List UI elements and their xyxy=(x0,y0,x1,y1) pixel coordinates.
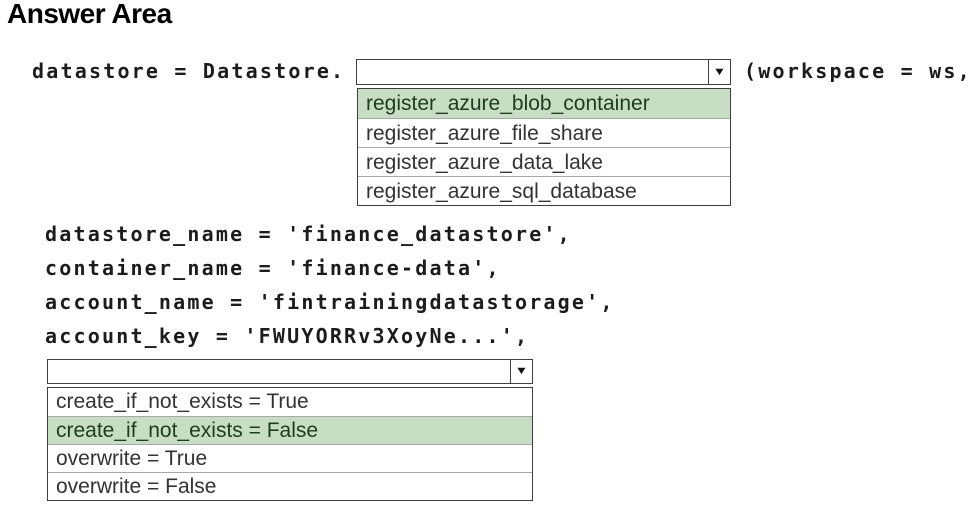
option-overwrite-true[interactable]: overwrite = True xyxy=(48,444,532,472)
code-line-datastore-prefix: datastore = Datastore. xyxy=(32,59,346,83)
chevron-down-icon: ▼ xyxy=(712,65,727,78)
argument-dropdown-arrow-button[interactable]: ▼ xyxy=(510,360,532,383)
option-create-if-not-exists-false[interactable]: create_if_not_exists = False xyxy=(48,416,532,444)
option-register-azure-blob-container[interactable]: register_azure_blob_container xyxy=(358,89,730,118)
code-line-container-name: container_name = 'finance-data', xyxy=(45,256,501,280)
argument-dropdown-select[interactable]: ▼ xyxy=(47,359,533,384)
page-title: Answer Area xyxy=(7,0,172,29)
chevron-down-icon: ▼ xyxy=(514,365,529,377)
option-register-azure-file-share[interactable]: register_azure_file_share xyxy=(358,118,730,147)
option-register-azure-sql-database[interactable]: register_azure_sql_database xyxy=(358,176,730,205)
code-line-account-name: account_name = 'fintrainingdatastorage', xyxy=(45,290,615,314)
code-line-datastore-name: datastore_name = 'finance_datastore', xyxy=(45,222,572,246)
option-overwrite-false[interactable]: overwrite = False xyxy=(48,472,532,500)
method-dropdown-select[interactable]: ▼ xyxy=(356,59,731,85)
method-dropdown-options-list: register_azure_blob_container register_a… xyxy=(357,88,731,206)
option-create-if-not-exists-true[interactable]: create_if_not_exists = True xyxy=(56,390,309,413)
code-line-workspace-suffix: (workspace = ws, xyxy=(744,59,972,83)
argument-dropdown-options-list: create_if_not_exists = True create_if_no… xyxy=(47,387,533,501)
method-dropdown-arrow-button[interactable]: ▼ xyxy=(708,60,730,84)
option-register-azure-data-lake[interactable]: register_azure_data_lake xyxy=(358,147,730,176)
code-line-account-key: account_key = 'FWUYORRv3XoyNe...', xyxy=(45,324,530,348)
